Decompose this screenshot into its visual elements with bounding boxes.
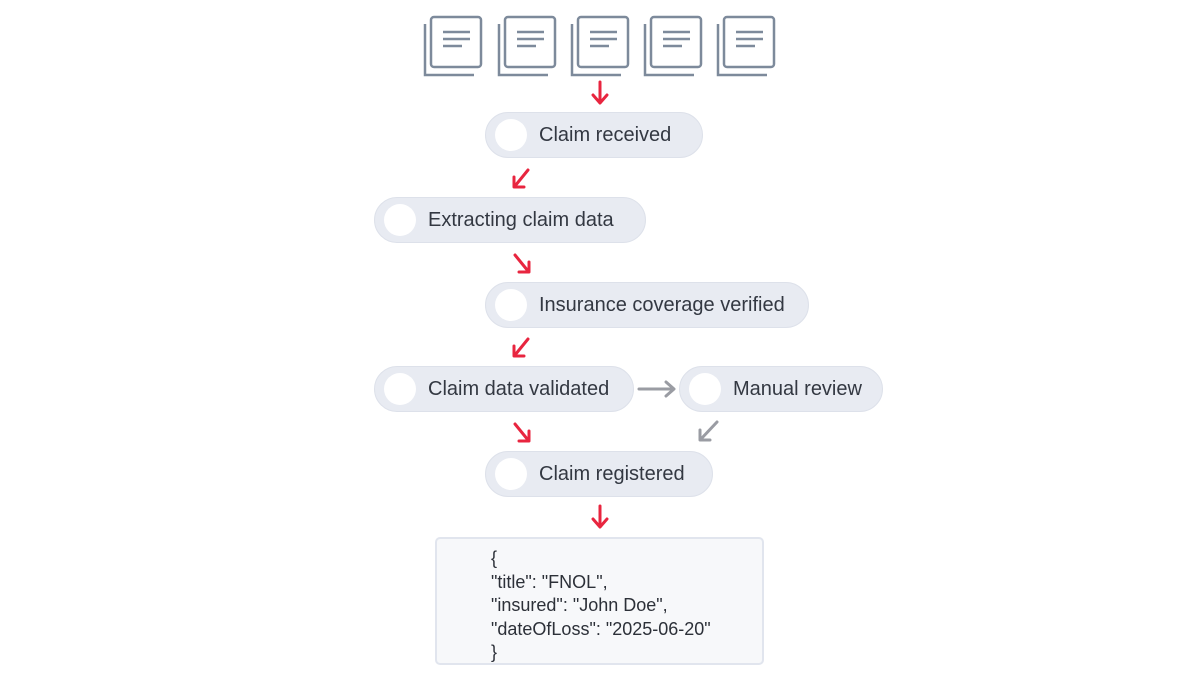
- step-extracting-claim-data: Extracting claim data: [374, 197, 646, 243]
- step-label: Claim received: [539, 123, 672, 146]
- arrow-down-left-icon: [698, 420, 719, 442]
- document-stack-icon: [642, 14, 704, 78]
- json-output-box: { "title": "FNOL", "insured": "John Doe"…: [435, 537, 764, 665]
- step-status-circle: [495, 289, 527, 321]
- step-label: Claim data validated: [428, 377, 610, 400]
- step-status-circle: [384, 204, 416, 236]
- step-label: Manual review: [733, 377, 862, 400]
- json-line: "insured": "John Doe",: [491, 595, 668, 615]
- arrow-down-right-icon: [513, 253, 531, 274]
- step-label: Insurance coverage verified: [539, 293, 785, 316]
- document-stack-icon: [569, 14, 631, 78]
- step-status-circle: [384, 373, 416, 405]
- json-line: }: [491, 642, 498, 662]
- step-status-circle: [689, 373, 721, 405]
- step-claim-data-validated: Claim data validated: [374, 366, 634, 412]
- step-status-circle: [495, 119, 527, 151]
- step-claim-received: Claim received: [485, 112, 703, 158]
- step-label: Claim registered: [539, 462, 685, 485]
- json-line: "dateOfLoss": "2025-06-20": [491, 618, 711, 639]
- step-label: Extracting claim data: [428, 208, 614, 231]
- arrow-down-left-icon: [512, 337, 530, 358]
- arrow-down-left-icon: [512, 168, 530, 189]
- step-manual-review: Manual review: [679, 366, 883, 412]
- document-stack-icon: [715, 14, 777, 78]
- arrow-right-icon: [637, 380, 676, 398]
- step-claim-registered: Claim registered: [485, 451, 713, 497]
- document-stack-icon: [422, 14, 484, 78]
- arrow-down-right-icon: [513, 422, 531, 443]
- arrow-down-icon: [591, 504, 609, 529]
- document-stack-icon: [496, 14, 558, 78]
- json-line: "title": "FNOL",: [491, 571, 608, 592]
- arrow-down-icon: [591, 80, 609, 105]
- step-status-circle: [495, 458, 527, 490]
- json-line: {: [491, 548, 498, 568]
- step-insurance-coverage-verified: Insurance coverage verified: [485, 282, 809, 328]
